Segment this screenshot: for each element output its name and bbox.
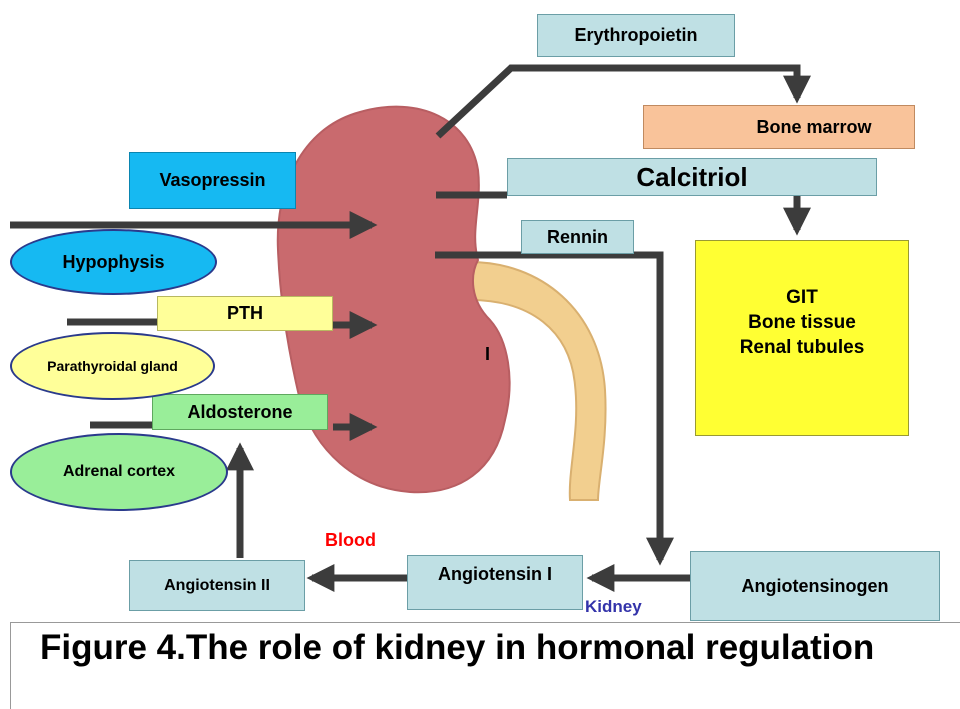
adrenal-cortex-label: Adrenal cortex [63,463,175,481]
erythropoietin-box: Erythropoietin [537,14,735,57]
aldosterone-box: Aldosterone [152,394,328,430]
aldosterone-label: Aldosterone [187,402,292,423]
kidney-label: Kidney [585,597,642,617]
angiotensin-ii-label: Angiotensin II [164,577,270,595]
target-renal-tubules: Renal tubules [740,335,865,360]
rennin-box: Rennin [521,220,634,254]
target-bone-tissue: Bone tissue [748,310,856,335]
calcitriol-box: Calcitriol [507,158,877,196]
rennin-label: Rennin [547,227,608,248]
angiotensinogen-box: Angiotensinogen [690,551,940,621]
adrenal-cortex-ellipse: Adrenal cortex [10,433,228,511]
vasopressin-label: Vasopressin [159,170,265,191]
erythropoietin-label: Erythropoietin [574,25,697,46]
hypophysis-ellipse: Hypophysis [10,229,217,295]
hypophysis-label: Hypophysis [62,252,164,273]
parathyroidal-gland-ellipse: Parathyroidal gland [10,332,215,400]
bone-marrow-box: Bone marrow [643,105,915,149]
pth-label: PTH [227,303,263,324]
target-git: GIT [786,285,818,310]
angiotensin-i-box: Angiotensin I [407,555,583,610]
pth-box: PTH [157,296,333,331]
bone-marrow-label: Bone marrow [756,117,871,138]
kidney-marker-label: I [485,344,490,365]
calcitriol-label: Calcitriol [636,162,747,193]
angiotensin-ii-box: Angiotensin II [129,560,305,611]
target-organs-box: GIT Bone tissue Renal tubules [695,240,909,436]
angiotensinogen-label: Angiotensinogen [742,576,889,597]
angiotensin-i-label: Angiotensin I [438,564,552,585]
vasopressin-box: Vasopressin [129,152,296,209]
figure-caption: Figure 4.The role of kidney in hormonal … [40,628,874,668]
blood-label: Blood [325,530,376,551]
parathyroidal-gland-label: Parathyroidal gland [47,357,178,375]
